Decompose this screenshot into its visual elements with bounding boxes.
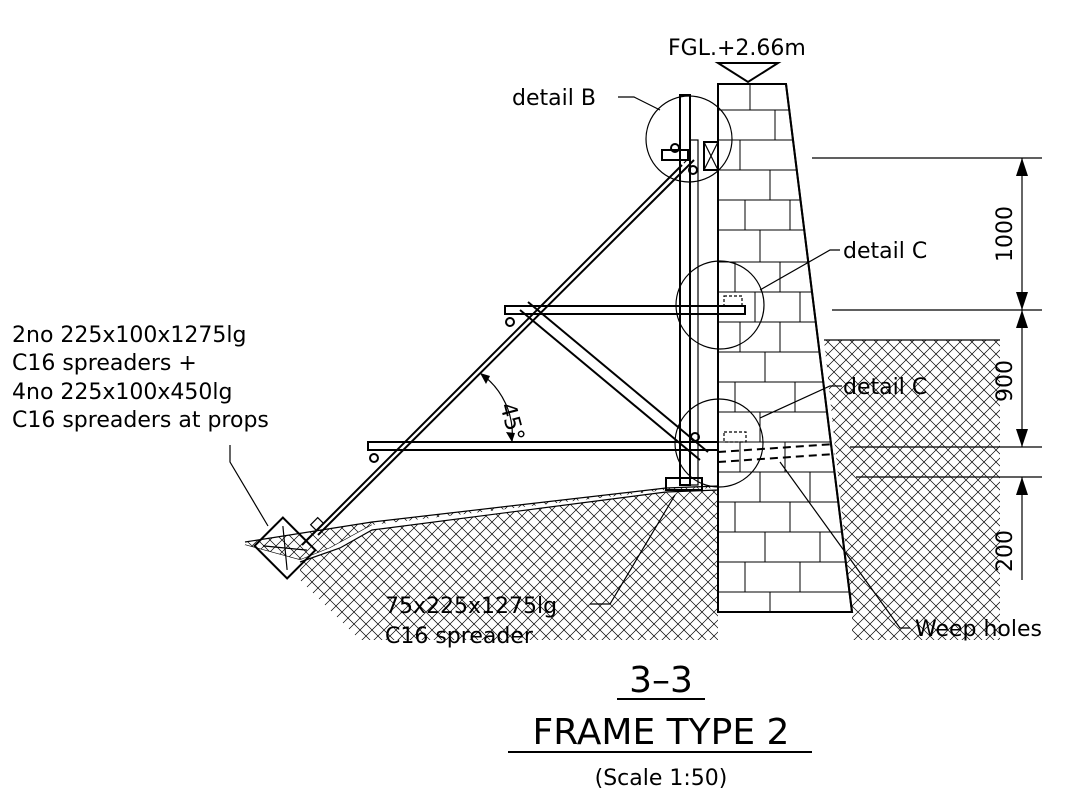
dimension-lines: 1000 900 200 (812, 157, 1042, 580)
dimension-200: 200 (993, 530, 1018, 572)
top-bracket (661, 141, 719, 175)
angle-label: 45° (494, 400, 528, 444)
detail-b-label: detail B (512, 86, 596, 111)
base-spreader-note-line-1: 75x225x1275lg (385, 594, 557, 619)
level-label: FGL.+2.66m (668, 36, 806, 61)
lower-waling (367, 441, 719, 463)
raking-prop (301, 157, 695, 546)
spreader-note-line-2: C16 spreaders + (12, 351, 197, 376)
detail-c-upper-label: detail C (843, 239, 927, 264)
weep-holes (717, 443, 836, 463)
title-block: 3–3 FRAME TYPE 2 (Scale 1:50) (508, 660, 812, 791)
weep-holes-label: Weep holes (915, 617, 1042, 642)
spreader-note-line-3: 4no 225x100x450lg (12, 380, 232, 405)
vertical-soldier (679, 94, 699, 486)
section-title: 3–3 (629, 660, 693, 701)
spreader-note-line-4: C16 spreaders at props (12, 408, 269, 433)
packer-blocks (690, 295, 747, 443)
detail-circles (645, 95, 765, 488)
angle-annotation: 45° (479, 372, 528, 444)
leader-lines (229, 96, 910, 629)
ground-right (824, 339, 1000, 640)
base-spreader-note-line-2: C16 spreader (385, 624, 534, 649)
dimension-900: 900 (993, 360, 1018, 402)
dimension-1000: 1000 (993, 206, 1018, 262)
detail-c-lower-label: detail C (843, 375, 927, 400)
foot-block (253, 516, 325, 580)
annotation-labels: detail B detail C detail C Weep holes 2n… (12, 86, 1042, 649)
frame-title: FRAME TYPE 2 (533, 712, 790, 753)
ground-left (244, 485, 719, 640)
upper-waling (504, 305, 746, 327)
spreader-note-line-1: 2no 225x100x1275lg (12, 323, 246, 348)
level-marker: FGL.+2.66m (668, 36, 806, 84)
scale-label: (Scale 1:50) (595, 766, 728, 791)
